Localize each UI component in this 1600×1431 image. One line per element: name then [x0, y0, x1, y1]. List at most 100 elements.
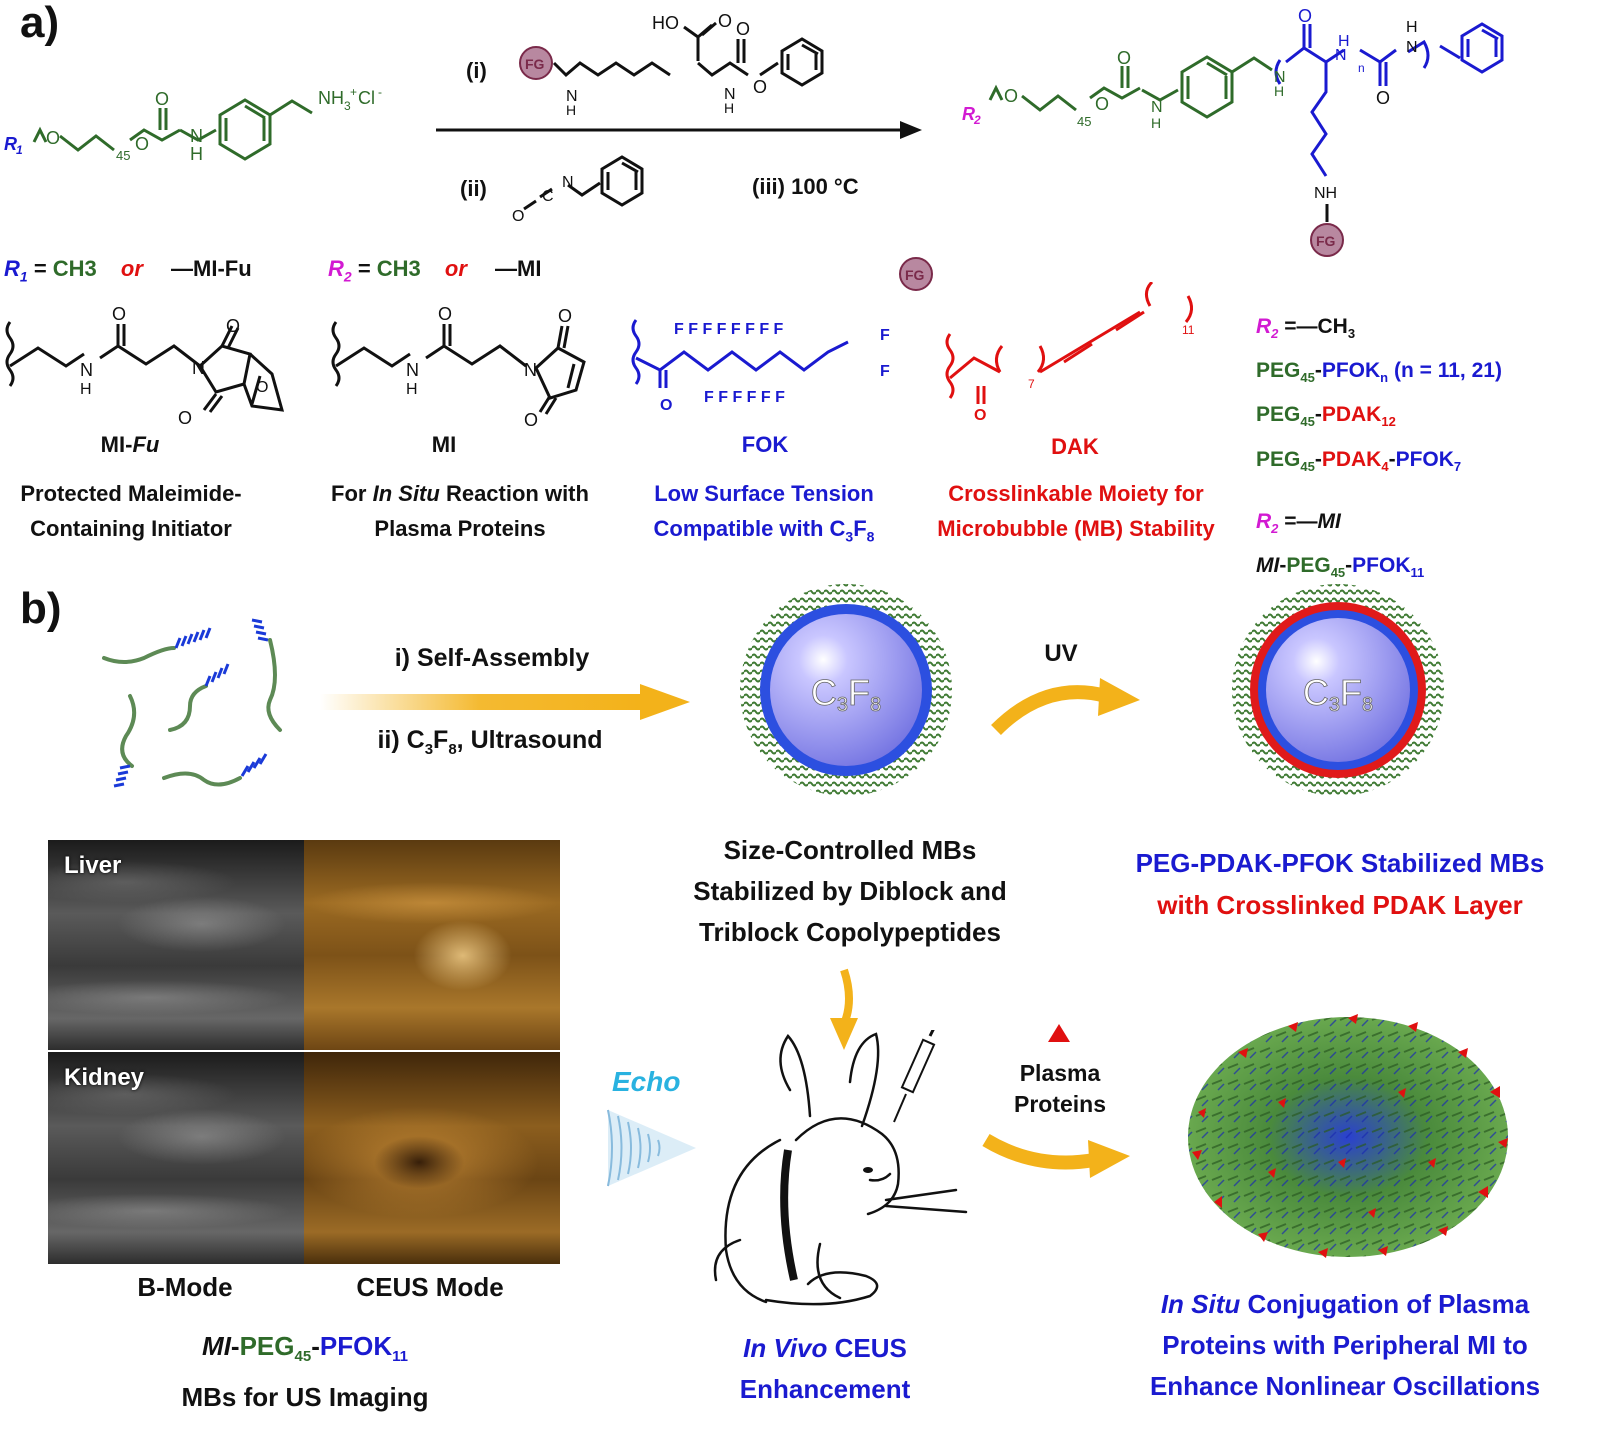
svg-text:H: H [190, 144, 203, 164]
svg-text:N: N [524, 360, 537, 380]
svg-text:n: n [1358, 61, 1365, 75]
reagent-iii-label: (iii) 100 °C [752, 174, 859, 199]
svg-text:-: - [378, 85, 382, 99]
svg-text:H: H [1151, 115, 1161, 131]
svg-text:H: H [1338, 33, 1350, 50]
svg-text:45: 45 [1077, 114, 1091, 129]
svg-text:H: H [80, 381, 92, 398]
mi-structure: N H O N O O [331, 304, 586, 430]
us-caption: MI-PEG45-PFOK11 MBs for US Imaging [181, 1331, 429, 1413]
us-kidney-bmode: Kidney [48, 1052, 304, 1264]
product-r2-mi: R2 =—MI [1256, 509, 1341, 536]
fg-label: FG [525, 56, 545, 72]
svg-text:N: N [1406, 39, 1418, 56]
fok-structure: O F F F F F F F F F F F F F F F F [631, 319, 890, 414]
reaction-arrow [436, 121, 922, 139]
svg-text:N: N [80, 360, 93, 380]
microbubble-1: C3F8 [740, 584, 952, 796]
svg-text:NH: NH [1314, 185, 1337, 202]
svg-text:N: N [192, 358, 205, 378]
svg-text:2: 2 [973, 113, 981, 127]
mifu-desc: Protected Maleimide-Containing Initiator [20, 481, 242, 541]
svg-text:N: N [190, 126, 203, 146]
svg-text:7: 7 [1028, 377, 1035, 391]
plasma-arrow [982, 1133, 1130, 1178]
reagent-i-label: (i) [466, 58, 487, 83]
svg-text:O: O [718, 11, 732, 31]
reagent-i-structure: FG N H HO O N H O O [519, 11, 824, 115]
product-mi-peg-pfok: MI-PEG45-PFOK11 [1256, 553, 1425, 581]
svg-text:1: 1 [16, 143, 23, 157]
svg-text:F: F [880, 363, 890, 380]
svg-text:C3F8: C3F8 [1303, 672, 1373, 716]
down-arrow [830, 968, 858, 1050]
svg-text:N: N [724, 86, 736, 103]
uv-arrow [991, 678, 1140, 736]
us-liver-ceus [304, 840, 560, 1050]
svg-text:O: O [256, 379, 268, 396]
us-kidney-ceus [304, 1052, 560, 1264]
rabbit-illustration [713, 1030, 968, 1306]
microbubble-2: C3F8 [1232, 584, 1444, 796]
svg-text:N: N [562, 174, 574, 191]
product-pfok: PEG45-PFOKn (n = 11, 21) [1256, 359, 1502, 386]
fok-name: FOK [741, 432, 789, 457]
svg-text:C: C [542, 188, 554, 205]
svg-text:O: O [512, 208, 524, 225]
panel-b-label: b) [20, 584, 62, 633]
svg-text:3: 3 [344, 99, 351, 113]
r2-definition: R2 = CH3 or —MI [328, 256, 542, 285]
svg-text:H: H [724, 100, 734, 115]
step-c3f8-ultrasound: ii) C3F8, Ultrasound [377, 726, 603, 758]
svg-text:N: N [1335, 47, 1347, 64]
svg-text:FG: FG [905, 267, 925, 283]
svg-text:O: O [974, 407, 986, 422]
svg-text:HO: HO [652, 13, 679, 33]
svg-text:O: O [558, 306, 572, 326]
ceus-label: CEUS Mode [356, 1272, 504, 1302]
svg-text:45: 45 [116, 148, 130, 163]
bmode-label: B-Mode [137, 1272, 233, 1302]
svg-text:H: H [406, 381, 418, 398]
svg-text:O: O [226, 316, 240, 336]
echo-wave-icon [607, 1109, 696, 1187]
svg-text:O: O [1298, 6, 1312, 26]
svg-text:O: O [1117, 48, 1131, 68]
svg-text:O: O [1376, 88, 1390, 108]
product-list: R2 =—CH3 PEG45-PFOKn (n = 11, 21) PEG45-… [1256, 308, 1502, 591]
product-r2-ch3: R2 =—CH3 [1256, 315, 1356, 342]
svg-text:NH: NH [318, 88, 344, 108]
svg-text:H: H [1274, 83, 1284, 99]
svg-text:H: H [566, 102, 576, 115]
conjugated-microbubble [1188, 1014, 1508, 1258]
svg-text:O: O [524, 410, 538, 430]
fg-icon: FG [899, 257, 933, 291]
panel-a-label: a) [20, 0, 60, 47]
reactant-structure: R 1 O 45 O O H N NH 3 + Cl - [4, 85, 382, 164]
svg-text:11: 11 [1182, 323, 1195, 337]
reagent-ii-label: (ii) [460, 176, 487, 201]
mifu-structure: N H O N O O O [5, 304, 285, 428]
polymer-chains [102, 618, 282, 788]
svg-text:O: O [1095, 94, 1109, 114]
fok-desc: Low Surface Tension Compatible with C3F8 [653, 481, 875, 545]
svg-text:O: O [660, 397, 672, 414]
svg-text:F F F F F F: F F F F F F [704, 389, 785, 406]
svg-text:F: F [880, 327, 890, 344]
svg-text:O: O [1004, 86, 1018, 106]
mifu-name: MI-Fu [100, 432, 160, 457]
plasma-protein-icon [1048, 1024, 1070, 1042]
product-structure: R 2 O 45 O O N H N H O H N n O H N NH FG [962, 6, 1504, 257]
us-liver-bmode: Liver [48, 840, 304, 1050]
svg-text:+: + [350, 85, 357, 99]
svg-text:Cl: Cl [358, 88, 375, 108]
svg-text:O: O [736, 19, 750, 39]
dak-name: DAK [1051, 434, 1099, 459]
svg-text:H: H [1406, 19, 1418, 36]
mi-name: MI [431, 432, 457, 457]
svg-text:O: O [753, 77, 767, 97]
r1-definition: R1 = CH3 or —MI-Fu [4, 256, 252, 285]
svg-text:O: O [438, 304, 452, 324]
